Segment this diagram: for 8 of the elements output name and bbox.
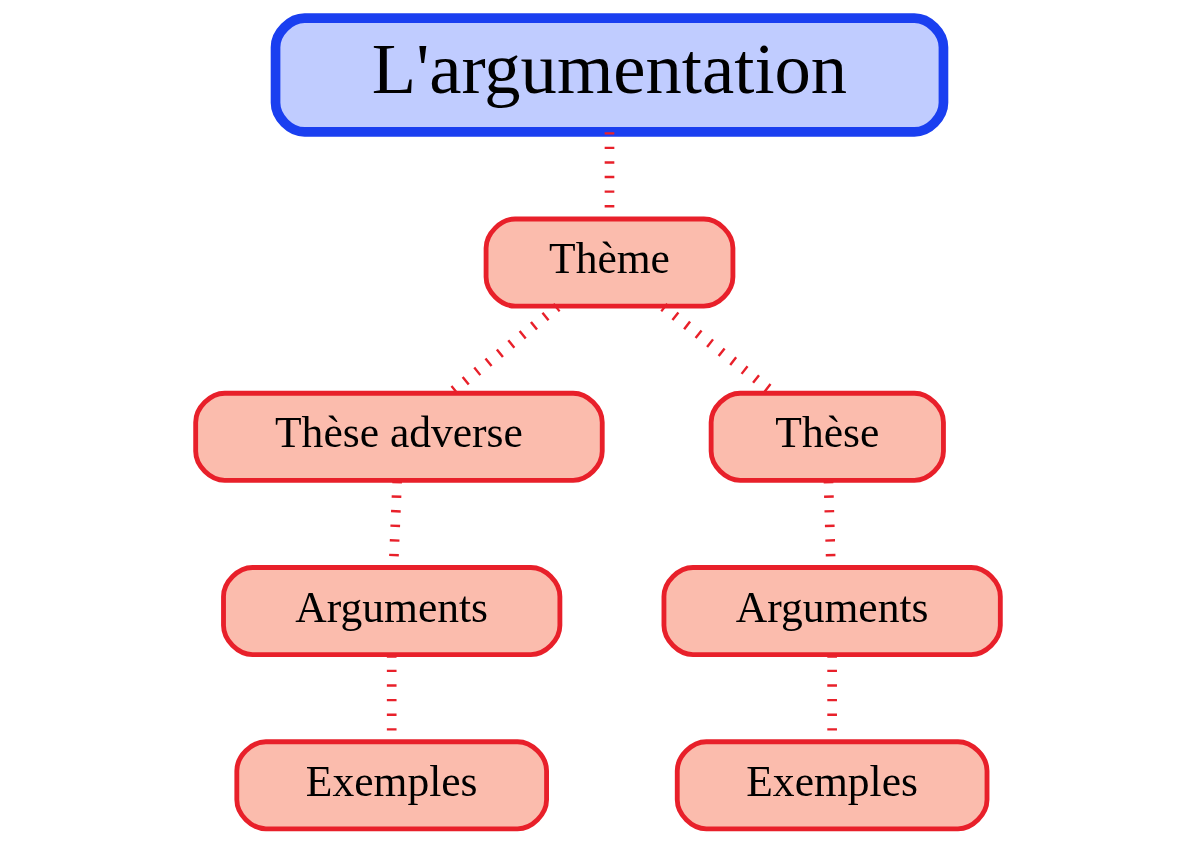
node-box: Arguments xyxy=(661,565,1003,658)
node-box: Exemples xyxy=(674,739,990,832)
node-box: Thèse adverse xyxy=(193,390,605,483)
node-box: Exemples xyxy=(234,739,549,832)
node-box: L'argumentation xyxy=(270,13,949,137)
node-box: Arguments xyxy=(221,565,563,658)
node-box: Thème xyxy=(483,216,736,309)
node-box: Thèse xyxy=(708,390,946,483)
